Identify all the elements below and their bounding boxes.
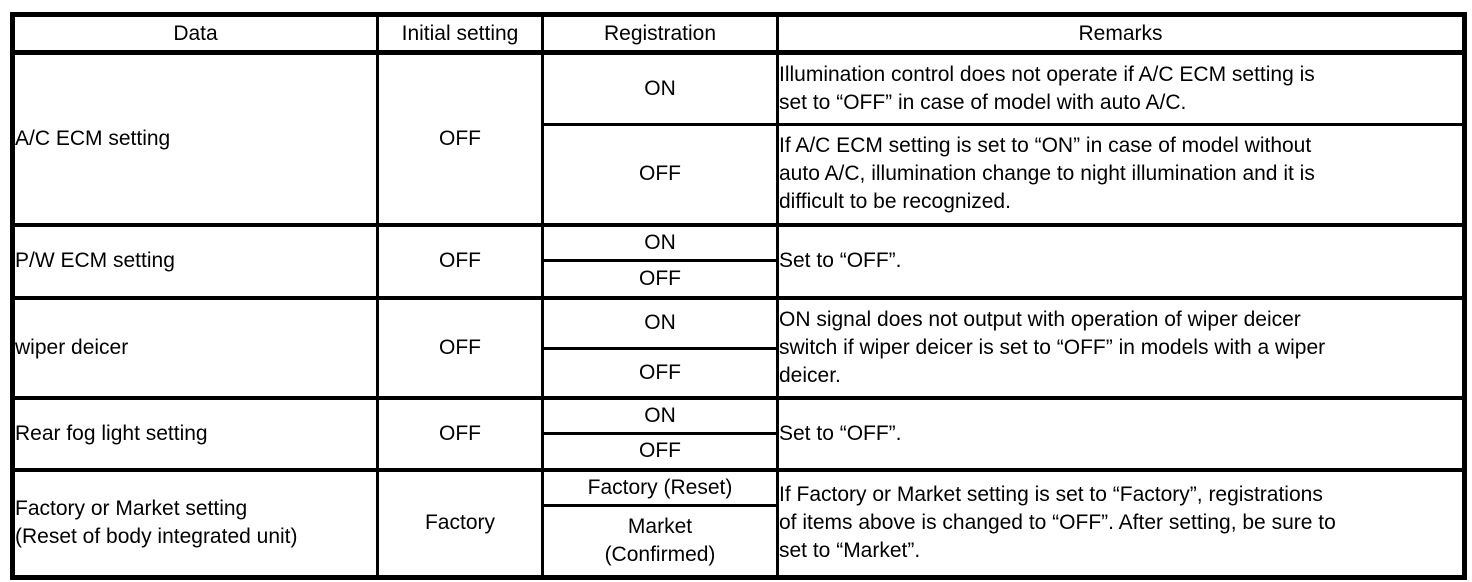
registration-cell: Factory (Reset) xyxy=(541,467,779,507)
initial-setting-cell: OFF xyxy=(376,395,544,471)
remarks-cell: Set to “OFF”. xyxy=(776,222,1466,299)
registration-cell: OFF xyxy=(541,123,779,226)
initial-setting-cell: OFF xyxy=(376,50,544,226)
remarks-cell: Illumination control does not operate if… xyxy=(776,50,1466,126)
table-row: Rear fog light setting OFF ON Set to “OF… xyxy=(11,395,1466,471)
remarks-cell: Set to “OFF”. xyxy=(776,395,1466,471)
registration-cell: OFF xyxy=(541,259,779,299)
table-row: P/W ECM setting OFF ON Set to “OFF”. xyxy=(11,222,1466,299)
data-cell: Rear fog light setting xyxy=(11,395,379,471)
remarks-cell: ON signal does not output with operation… xyxy=(776,295,1466,399)
table-row: Factory or Market setting (Reset of body… xyxy=(11,467,1466,579)
settings-table-container: Data Initial setting Registration Remark… xyxy=(10,12,1467,580)
data-cell: wiper deicer xyxy=(11,295,379,399)
data-cell: A/C ECM setting xyxy=(11,50,379,226)
registration-cell: ON xyxy=(541,395,779,435)
data-cell: Factory or Market setting (Reset of body… xyxy=(11,467,379,579)
header-row: Data Initial setting Registration Remark… xyxy=(11,13,1466,55)
column-header-registration: Registration xyxy=(541,13,779,55)
registration-cell: ON xyxy=(541,50,779,126)
initial-setting-cell: OFF xyxy=(376,222,544,299)
remarks-cell: If A/C ECM setting is set to “ON” in cas… xyxy=(776,123,1466,226)
registration-cell: OFF xyxy=(541,432,779,471)
table-row: OFF xyxy=(13,347,1465,399)
registration-cell: ON xyxy=(541,222,779,262)
table-row: OFF xyxy=(13,432,1465,471)
data-cell: P/W ECM setting xyxy=(11,222,379,299)
initial-setting-cell: OFF xyxy=(376,295,544,399)
settings-table: Data Initial setting Registration Remark… xyxy=(10,12,1467,580)
registration-cell: Market (Confirmed) xyxy=(541,504,779,579)
table-row: OFF If A/C ECM setting is set to “ON” in… xyxy=(13,123,1466,226)
column-header-data: Data xyxy=(11,13,379,55)
column-header-initial-setting: Initial setting xyxy=(376,13,544,55)
table-row: OFF xyxy=(13,259,1465,299)
table-row: A/C ECM setting OFF ON Illumination cont… xyxy=(11,50,1466,226)
registration-cell: ON xyxy=(541,295,779,350)
column-header-remarks: Remarks xyxy=(776,13,1466,55)
initial-setting-cell: Factory xyxy=(376,467,544,579)
table-row: Market (Confirmed) xyxy=(13,504,1465,579)
registration-cell: OFF xyxy=(541,347,779,399)
table-row: wiper deicer OFF ON ON signal does not o… xyxy=(11,295,1466,399)
remarks-cell: If Factory or Market setting is set to “… xyxy=(776,467,1466,579)
